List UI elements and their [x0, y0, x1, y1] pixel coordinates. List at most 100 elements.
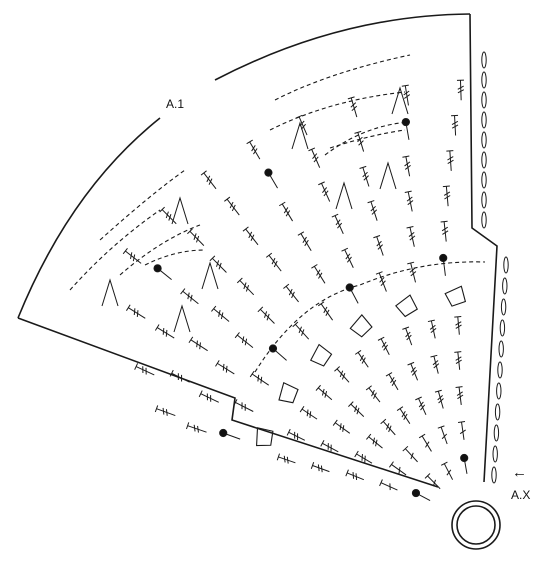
stitch-cross-bar — [346, 256, 352, 263]
treble-stitch-icon — [281, 203, 293, 222]
picot-loop-icon — [493, 424, 500, 442]
stitch-top-bar — [246, 139, 253, 145]
stitch-cross-bar — [362, 171, 368, 178]
stitch-top-bar — [169, 369, 174, 377]
treble-stitch-icon — [212, 257, 227, 273]
stitch-cross-bar — [283, 207, 289, 214]
stitch-cross-bar — [316, 269, 321, 276]
stitch-cross-bar — [455, 356, 462, 361]
chain-arc — [69, 209, 161, 291]
stitch-cross-bar — [306, 409, 309, 417]
stitch-cross-bar — [443, 191, 451, 196]
stitch-top-bar — [180, 288, 186, 295]
stitch-top-bar — [126, 304, 131, 311]
stitch-top-bar — [224, 196, 231, 202]
stitch-cross-bar — [243, 282, 247, 290]
stitch-cross-bar — [371, 209, 378, 215]
treble-stitch-icon — [449, 150, 452, 171]
treble-stitch-icon — [298, 116, 308, 136]
stitch-cross-bar — [418, 401, 424, 408]
stitch-top-bar — [367, 200, 375, 204]
stitch-top-bar — [295, 114, 303, 119]
stitch-cross-bar — [220, 312, 224, 320]
stitch-cross-bar — [383, 344, 389, 351]
stitch-cross-bar — [208, 178, 213, 185]
treble-stitch-icon — [370, 201, 378, 221]
treble-stitch-icon — [278, 456, 296, 464]
stitch-top-bar — [242, 226, 249, 232]
stitch-cross-bar — [168, 214, 172, 221]
stitch-top-bar — [402, 155, 410, 158]
stitch-cross-bar — [404, 164, 411, 170]
stitch-cross-bar — [325, 309, 330, 317]
stitch-cross-bar — [358, 140, 364, 146]
treble-stitch-icon — [200, 393, 219, 403]
treble-stitch-icon — [128, 307, 146, 319]
shell-quad-icon — [395, 294, 418, 318]
stitch-cross-bar — [136, 310, 139, 317]
stitch-cross-bar — [190, 294, 193, 302]
treble-stitch-icon — [427, 475, 441, 490]
treble-stitch-icon — [457, 351, 461, 370]
treble-stitch-icon — [344, 249, 354, 268]
stitch-cross-bar — [457, 394, 464, 400]
treble-stitch-icon — [421, 435, 432, 452]
outer-arc-top — [214, 13, 471, 81]
treble-stitch-icon — [362, 167, 370, 187]
stitch-cross-bar — [266, 313, 270, 321]
treble-stitch-icon — [350, 97, 358, 118]
stitch-cross-bar — [370, 205, 376, 212]
stitch-top-bar — [154, 324, 160, 331]
stitch-cross-bar — [446, 469, 452, 476]
stitch-top-bar — [334, 366, 341, 372]
stitch-cross-bar — [409, 235, 416, 241]
stitch-cross-bar — [130, 252, 133, 259]
stitch-cross-bar — [456, 391, 463, 396]
stitch-cross-bar — [288, 288, 293, 296]
stitch-cross-bar — [264, 311, 268, 318]
stitch-cross-bar — [407, 200, 414, 206]
stitch-top-bar — [454, 351, 462, 353]
stitch-top-bar — [365, 385, 372, 391]
stitch-cross-bar — [231, 204, 236, 212]
stitch-top-bar — [236, 277, 243, 284]
treble-stitch-icon — [368, 436, 383, 449]
treble-stitch-icon — [443, 221, 447, 242]
stitch-top-bar — [292, 321, 299, 328]
chain-arc — [329, 129, 406, 149]
stitch-top-bar — [159, 206, 165, 213]
stitch-cross-bar — [447, 159, 454, 165]
stitch-top-bar — [434, 389, 442, 393]
stitch-top-bar — [440, 461, 448, 466]
treble-stitch-icon — [410, 262, 417, 283]
treble-stitch-icon — [440, 426, 448, 445]
stitch-cross-bar — [381, 341, 387, 348]
stitch-cross-bar — [410, 271, 417, 277]
stitch-top-bar — [373, 235, 381, 239]
stitch-top-bar — [308, 147, 316, 152]
picot-loop-icon — [497, 361, 503, 379]
treble-stitch-icon — [357, 352, 369, 368]
stitch-cross-bar — [165, 409, 168, 416]
treble-stitch-icon — [213, 308, 230, 322]
stitch-cross-bar — [248, 231, 253, 239]
shell-quad-icon — [309, 343, 333, 367]
stitch-cross-bar — [432, 479, 437, 487]
picot-loop-icon — [494, 403, 501, 421]
treble-stitch-icon — [226, 198, 240, 216]
stitch-cross-bar — [286, 456, 289, 464]
stitch-cross-bar — [323, 190, 329, 197]
stitch-cross-bar — [376, 240, 382, 247]
stitch-top-bar — [154, 405, 159, 413]
picot-loop-icon — [502, 277, 508, 295]
picot-loop-icon — [496, 382, 502, 400]
treble-stitch-icon — [245, 228, 259, 246]
outer-arc-left — [17, 117, 161, 319]
stitch-cross-bar — [437, 394, 443, 401]
picot-loop-icon — [500, 298, 507, 316]
arrow-left-icon: ← — [512, 464, 527, 481]
stitch-top-bar — [379, 479, 383, 487]
treble-stitch-icon — [418, 398, 427, 416]
stitch-cross-bar — [457, 85, 464, 90]
treble-stitch-icon — [445, 186, 449, 207]
